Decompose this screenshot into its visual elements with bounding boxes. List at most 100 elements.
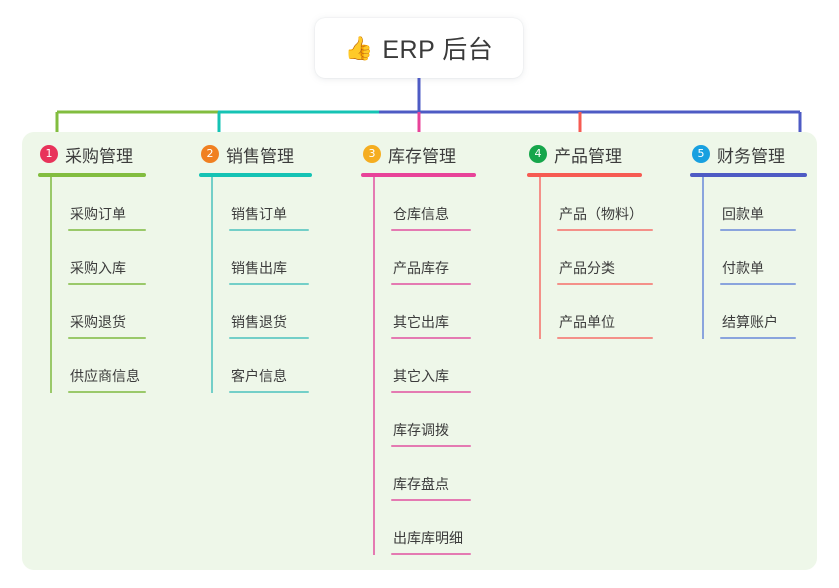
branch-header-label: 产品管理 bbox=[554, 146, 622, 166]
leaf-item-underline bbox=[391, 283, 471, 285]
leaf-item-label: 付款单 bbox=[722, 260, 764, 276]
branch-number-badge: 5 bbox=[692, 145, 710, 163]
leaf-item[interactable]: 销售出库 bbox=[211, 231, 312, 285]
leaf-item-label: 客户信息 bbox=[231, 368, 287, 384]
branch-header-5[interactable]: 5 财务管理 bbox=[690, 141, 807, 167]
leaf-item-underline bbox=[720, 337, 796, 339]
leaf-spine bbox=[211, 177, 213, 393]
branch-header-underline bbox=[361, 173, 476, 177]
leaf-item[interactable]: 产品单位 bbox=[539, 285, 653, 339]
leaf-item-underline bbox=[229, 391, 309, 393]
leaf-item[interactable]: 产品库存 bbox=[373, 231, 476, 285]
leaf-item-underline bbox=[391, 445, 471, 447]
branch-column-1: 1 采购管理采购订单采购入库采购退货供应商信息 bbox=[38, 141, 146, 393]
leaf-list: 回款单付款单结算账户 bbox=[690, 177, 807, 339]
leaf-spine bbox=[373, 177, 375, 555]
leaf-item-underline bbox=[391, 229, 471, 231]
leaf-item[interactable]: 采购订单 bbox=[50, 177, 146, 231]
leaf-item-label: 供应商信息 bbox=[70, 368, 140, 384]
branch-number-badge: 2 bbox=[201, 145, 219, 163]
leaf-item-label: 其它入库 bbox=[393, 368, 449, 384]
leaf-item[interactable]: 库存盘点 bbox=[373, 447, 476, 501]
leaf-item-label: 销售退货 bbox=[231, 314, 287, 330]
leaf-item[interactable]: 产品分类 bbox=[539, 231, 653, 285]
leaf-list: 仓库信息产品库存其它出库其它入库库存调拨库存盘点出库库明细 bbox=[361, 177, 476, 555]
leaf-item-underline bbox=[68, 283, 146, 285]
branch-header-4[interactable]: 4 产品管理 bbox=[527, 141, 653, 167]
leaf-item-underline bbox=[391, 499, 471, 501]
leaf-item-underline bbox=[391, 337, 471, 339]
leaf-item-label: 库存调拨 bbox=[393, 422, 449, 438]
leaf-item-label: 销售订单 bbox=[231, 206, 287, 222]
leaf-item-underline bbox=[229, 229, 309, 231]
leaf-item[interactable]: 产品（物料） bbox=[539, 177, 653, 231]
branch-header-label: 采购管理 bbox=[65, 146, 133, 166]
leaf-item[interactable]: 采购入库 bbox=[50, 231, 146, 285]
branch-number-badge: 1 bbox=[40, 145, 58, 163]
leaf-item[interactable]: 库存调拨 bbox=[373, 393, 476, 447]
branch-column-3: 3 库存管理仓库信息产品库存其它出库其它入库库存调拨库存盘点出库库明细 bbox=[361, 141, 476, 555]
branch-number-badge: 4 bbox=[529, 145, 547, 163]
leaf-item-label: 其它出库 bbox=[393, 314, 449, 330]
leaf-item-underline bbox=[557, 283, 653, 285]
leaf-item-label: 库存盘点 bbox=[393, 476, 449, 492]
branch-header-underline bbox=[690, 173, 807, 177]
leaf-item-underline bbox=[68, 391, 146, 393]
leaf-item-underline bbox=[68, 337, 146, 339]
leaf-item[interactable]: 销售退货 bbox=[211, 285, 312, 339]
branch-header-2[interactable]: 2 销售管理 bbox=[199, 141, 312, 167]
branch-header-label: 财务管理 bbox=[717, 146, 785, 166]
leaf-item[interactable]: 销售订单 bbox=[211, 177, 312, 231]
thumbs-up-icon: 👍 bbox=[344, 34, 374, 61]
leaf-item[interactable]: 出库库明细 bbox=[373, 501, 476, 555]
leaf-item-underline bbox=[229, 337, 309, 339]
leaf-item[interactable]: 结算账户 bbox=[702, 285, 807, 339]
leaf-item[interactable]: 其它入库 bbox=[373, 339, 476, 393]
leaf-item-underline bbox=[720, 283, 796, 285]
leaf-item-underline bbox=[391, 391, 471, 393]
leaf-item-label: 结算账户 bbox=[722, 314, 778, 330]
leaf-item[interactable]: 采购退货 bbox=[50, 285, 146, 339]
branch-number-badge: 3 bbox=[363, 145, 381, 163]
branch-header-underline bbox=[199, 173, 312, 177]
leaf-item-label: 产品（物料） bbox=[559, 206, 643, 222]
leaf-item-underline bbox=[557, 337, 653, 339]
branch-header-3[interactable]: 3 库存管理 bbox=[361, 141, 476, 167]
leaf-item-underline bbox=[229, 283, 309, 285]
leaf-item-label: 产品单位 bbox=[559, 314, 615, 330]
leaf-list: 产品（物料） 产品分类产品单位 bbox=[527, 177, 653, 339]
leaf-item-label: 产品分类 bbox=[559, 260, 615, 276]
branch-column-4: 4 产品管理产品（物料） 产品分类产品单位 bbox=[527, 141, 653, 339]
leaf-item-underline bbox=[557, 229, 653, 231]
leaf-item[interactable]: 回款单 bbox=[702, 177, 807, 231]
leaf-spine bbox=[539, 177, 541, 339]
leaf-item-label: 采购退货 bbox=[70, 314, 126, 330]
leaf-list: 销售订单销售出库销售退货客户信息 bbox=[199, 177, 312, 393]
branch-header-underline bbox=[527, 173, 642, 177]
root-node-title: ERP 后台 bbox=[382, 36, 494, 64]
branches-panel bbox=[22, 132, 817, 570]
leaf-item-underline bbox=[68, 229, 146, 231]
leaf-item-label: 出库库明细 bbox=[393, 530, 463, 546]
leaf-spine bbox=[50, 177, 52, 393]
leaf-item[interactable]: 客户信息 bbox=[211, 339, 312, 393]
leaf-item-label: 采购订单 bbox=[70, 206, 126, 222]
leaf-item-label: 采购入库 bbox=[70, 260, 126, 276]
leaf-item-label: 产品库存 bbox=[393, 260, 449, 276]
root-node-card[interactable]: 👍 ERP 后台 bbox=[315, 18, 523, 78]
leaf-item[interactable]: 供应商信息 bbox=[50, 339, 146, 393]
branch-header-label: 库存管理 bbox=[388, 146, 456, 166]
leaf-item-label: 回款单 bbox=[722, 206, 764, 222]
leaf-item-label: 仓库信息 bbox=[393, 206, 449, 222]
leaf-item[interactable]: 仓库信息 bbox=[373, 177, 476, 231]
branch-header-1[interactable]: 1 采购管理 bbox=[38, 141, 146, 167]
leaf-spine bbox=[702, 177, 704, 339]
branch-column-5: 5 财务管理回款单付款单结算账户 bbox=[690, 141, 807, 339]
branch-header-label: 销售管理 bbox=[226, 146, 294, 166]
leaf-item[interactable]: 付款单 bbox=[702, 231, 807, 285]
leaf-item[interactable]: 其它出库 bbox=[373, 285, 476, 339]
leaf-item-underline bbox=[720, 229, 796, 231]
branch-header-underline bbox=[38, 173, 146, 177]
leaf-item-label: 销售出库 bbox=[231, 260, 287, 276]
